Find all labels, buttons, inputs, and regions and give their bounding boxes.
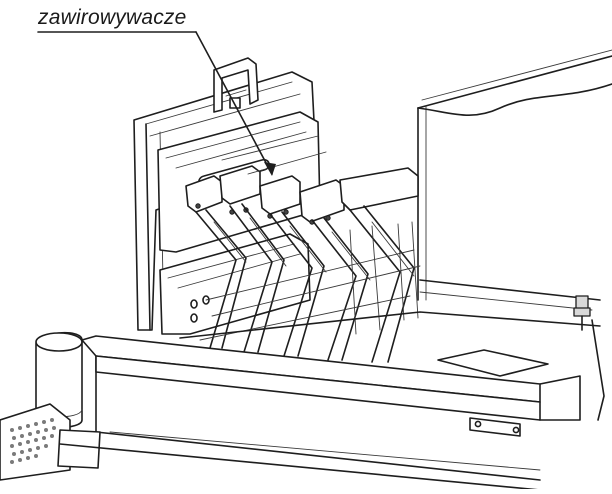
spinner-head-1 — [185, 175, 223, 213]
inspection-plate — [437, 349, 549, 377]
spinner-head-4 — [299, 179, 345, 223]
housing-wall — [417, 49, 612, 301]
leader-line — [195, 31, 273, 175]
callout-label: zawirowywacze — [38, 6, 187, 29]
spinner-head-3 — [259, 175, 301, 215]
tank-base — [179, 279, 605, 421]
leader-arrowhead — [264, 162, 276, 176]
spinner-brackets — [185, 135, 421, 363]
front-frame — [81, 335, 581, 481]
spinner-head-5 — [339, 167, 419, 211]
left-cylinder — [35, 331, 83, 429]
callout-leader — [37, 31, 276, 176]
perforated-element — [0, 403, 541, 491]
